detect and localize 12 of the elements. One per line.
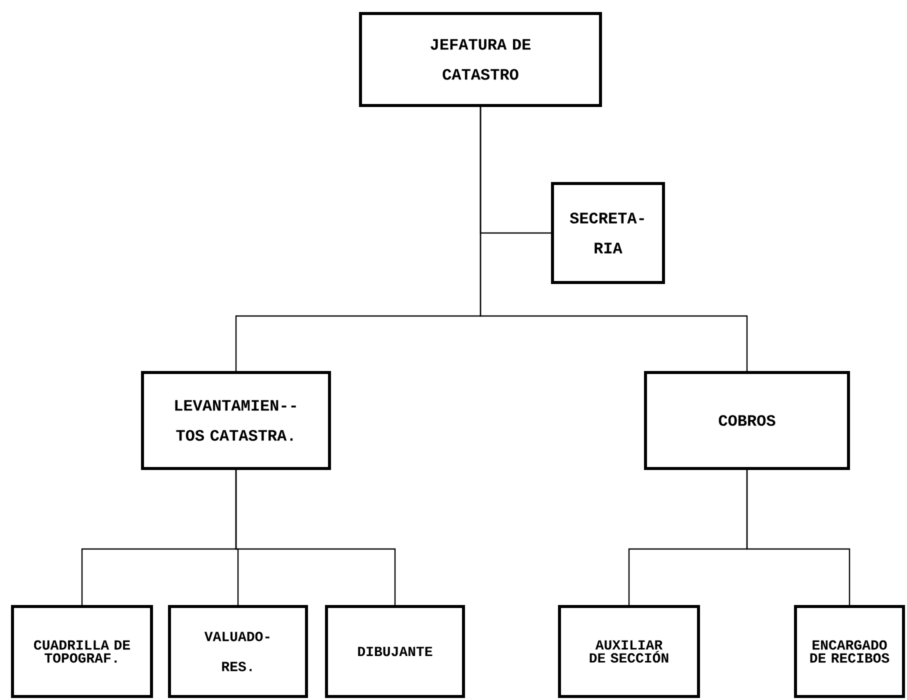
org-box: SECRETA- RIA [551,182,665,284]
org-box: DIBUJANTE [325,605,465,698]
org-box: VALUADO- RES. [168,605,308,698]
org-box: ENCARGADO DE RECIBOS [794,605,905,698]
org-box: CUADRILLA DE TOPOGRAF. [11,605,153,698]
org-box: COBROS [644,371,850,470]
connector-line [235,470,396,605]
org-box: JEFATURA DE CATASTRO [359,12,602,107]
connector-line [746,470,850,605]
org-box: LEVANTAMIEN-- TOS CATASTRA. [141,371,331,470]
connector-line [480,107,748,371]
org-box: AUXILIAR DE SECCIÓN [558,605,700,698]
